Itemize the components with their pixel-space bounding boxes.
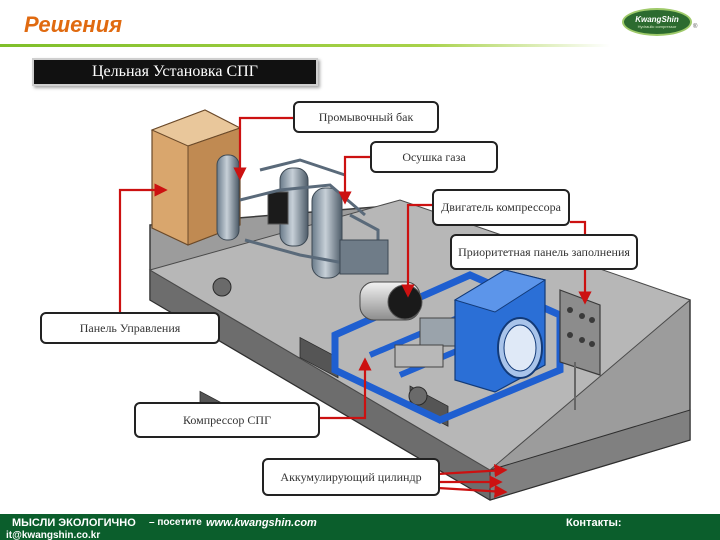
kwangshin-logo: KwangShin Hydraulic compressor	[622, 8, 692, 36]
callout-lng-compressor: Компрессор СПГ	[134, 402, 320, 438]
callout-gas-dryer: Осушка газа	[370, 141, 498, 173]
compressor-frame	[331, 269, 564, 424]
registered-mark: ®	[693, 24, 698, 30]
leader-lines	[118, 116, 592, 498]
footer-visit-prefix: – посетите	[149, 517, 202, 528]
callout-control-panel: Панель Управления	[40, 312, 220, 344]
logo-subtitle: Hydraulic compressor	[637, 24, 677, 29]
footer-contacts-label: Контакты:	[566, 517, 622, 529]
callout-compressor-motor: Двигатель компрессора	[432, 189, 570, 226]
callout-priority-panel: Приоритетная панель заполнения	[450, 234, 638, 270]
footer-email-link[interactable]: it@kwangshin.co.kr	[6, 530, 101, 540]
footer-bar: МЫСЛИ ЭКОЛОГИЧНО – посетите www.kwangshi…	[0, 514, 720, 540]
slide-title: Решения	[24, 12, 123, 37]
footer-website-link[interactable]: www.kwangshin.com	[206, 517, 317, 529]
section-title: Цельная Установка СПГ	[32, 58, 318, 86]
title-rule	[0, 44, 610, 47]
callout-wash-tank: Промывочный бак	[293, 101, 439, 133]
priority-panel	[559, 289, 601, 410]
callout-accumulator: Аккумулирующий цилиндр	[262, 458, 440, 496]
footer-motto: МЫСЛИ ЭКОЛОГИЧНО	[12, 517, 136, 529]
logo-name: KwangShin	[635, 15, 679, 24]
